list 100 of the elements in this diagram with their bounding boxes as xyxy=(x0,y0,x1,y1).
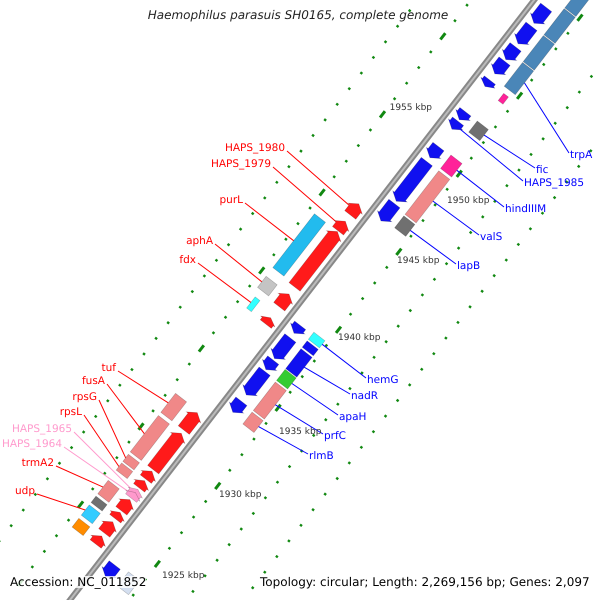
gene-feature xyxy=(246,296,260,312)
leader-line xyxy=(74,432,131,488)
leader-line xyxy=(98,400,126,458)
leader-line xyxy=(432,200,480,236)
gene-feature xyxy=(514,22,538,45)
gene-label: valS xyxy=(480,232,502,244)
gene-feature xyxy=(522,35,555,71)
gene-feature xyxy=(270,333,296,360)
gene-label: lapB xyxy=(457,261,480,273)
gene-feature xyxy=(115,498,134,516)
gene-feature xyxy=(468,120,489,142)
gene-feature xyxy=(480,75,496,89)
gene-feature xyxy=(290,320,306,334)
gene-feature xyxy=(426,142,444,159)
gene-label: trpA xyxy=(570,150,592,162)
scale-label: 1955 kbp xyxy=(390,104,432,113)
gene-feature xyxy=(122,454,140,470)
gene-label: HAPS_1979 xyxy=(210,159,271,171)
leader-line xyxy=(291,382,338,416)
gene-feature xyxy=(308,332,326,348)
scale-label: 1940 kbp xyxy=(338,334,380,343)
scale-label: 1935 kbp xyxy=(279,428,322,437)
gene-feature xyxy=(498,92,509,105)
gene-label: aphA xyxy=(186,236,213,248)
gene-feature xyxy=(109,510,125,524)
gene-feature xyxy=(130,415,170,461)
leader-line xyxy=(36,494,86,510)
gene-feature xyxy=(98,520,117,538)
gene-feature xyxy=(116,462,134,480)
footer-text: Accession: NC_011852 xyxy=(10,576,146,588)
leader-line xyxy=(322,344,366,378)
gene-feature xyxy=(332,220,350,236)
gene-feature xyxy=(288,230,342,292)
gene-feature xyxy=(448,116,464,130)
gene-feature xyxy=(90,496,108,512)
gene-label: apaH xyxy=(339,412,366,424)
leader-line xyxy=(410,230,456,264)
gene-feature xyxy=(285,348,313,378)
gene-feature xyxy=(260,316,276,329)
leader-line xyxy=(460,129,524,182)
gene-feature xyxy=(262,355,280,371)
leader-line xyxy=(56,466,104,488)
gene-feature xyxy=(394,216,416,237)
leader-line xyxy=(524,82,570,154)
map-title: Haemophilus parasuis SH0165, complete genome xyxy=(146,9,450,22)
leader-line xyxy=(118,370,169,404)
leader-line xyxy=(304,366,350,394)
gene-feature xyxy=(544,8,576,44)
gene-label: fdx xyxy=(179,255,196,267)
gene-feature xyxy=(133,479,150,493)
gene-feature xyxy=(257,276,278,296)
gene-feature xyxy=(302,340,319,356)
gene-label: udp xyxy=(15,486,35,498)
scale-label: 1950 kbp xyxy=(447,197,490,206)
scale-label: 1930 kbp xyxy=(219,491,262,500)
gene-feature xyxy=(140,470,156,484)
gene-label: rlmB xyxy=(309,451,334,463)
leader-line xyxy=(84,414,120,467)
leader-line xyxy=(286,150,350,206)
leader-line xyxy=(274,404,324,434)
gene-label: HAPS_1965 xyxy=(12,424,72,436)
gene-feature xyxy=(490,56,511,75)
gene-feature xyxy=(455,107,472,121)
gene-label: HAPS_1985 xyxy=(524,178,584,190)
gene-feature xyxy=(228,396,248,414)
gene-label: trmA2 xyxy=(22,458,54,470)
gene-label: HAPS_1964 xyxy=(2,439,62,451)
gene-feature xyxy=(178,412,202,435)
footer-text: Topology: circular; Length: 2,269,156 bp; Genes: 2,097 xyxy=(260,576,590,588)
gene-feature xyxy=(273,292,294,312)
gene-feature xyxy=(504,62,534,96)
leader-line xyxy=(456,170,504,208)
leader-line xyxy=(64,446,128,492)
gene-feature xyxy=(80,504,101,524)
gene-feature xyxy=(242,412,264,433)
gene-label: hemG xyxy=(367,375,398,387)
leader-line xyxy=(244,202,294,242)
gene-feature xyxy=(72,518,90,536)
gene-feature xyxy=(440,154,462,178)
gene-feature xyxy=(502,42,522,61)
gene-label: HAPS_1980 xyxy=(224,143,285,155)
gene-label: prfC xyxy=(324,431,346,443)
gene-feature xyxy=(272,213,326,277)
leader-line xyxy=(272,166,337,222)
gene-feature xyxy=(97,480,120,503)
gene-label: rpsG xyxy=(72,392,97,404)
gene-label: hindIIIM xyxy=(505,204,546,216)
leader-line xyxy=(258,426,308,454)
gene-feature xyxy=(376,198,400,222)
gene-feature xyxy=(125,490,140,503)
leader-line xyxy=(214,244,262,282)
gene-feature xyxy=(90,534,106,549)
gene-label: rpsL xyxy=(60,407,82,419)
gene-feature xyxy=(530,2,552,24)
gene-label: tuf xyxy=(102,363,116,375)
leader-line xyxy=(106,384,145,434)
gene-feature xyxy=(344,202,363,220)
gene-feature xyxy=(160,392,188,422)
scale-label: 1945 kbp xyxy=(397,257,440,266)
gene-feature xyxy=(252,382,287,420)
